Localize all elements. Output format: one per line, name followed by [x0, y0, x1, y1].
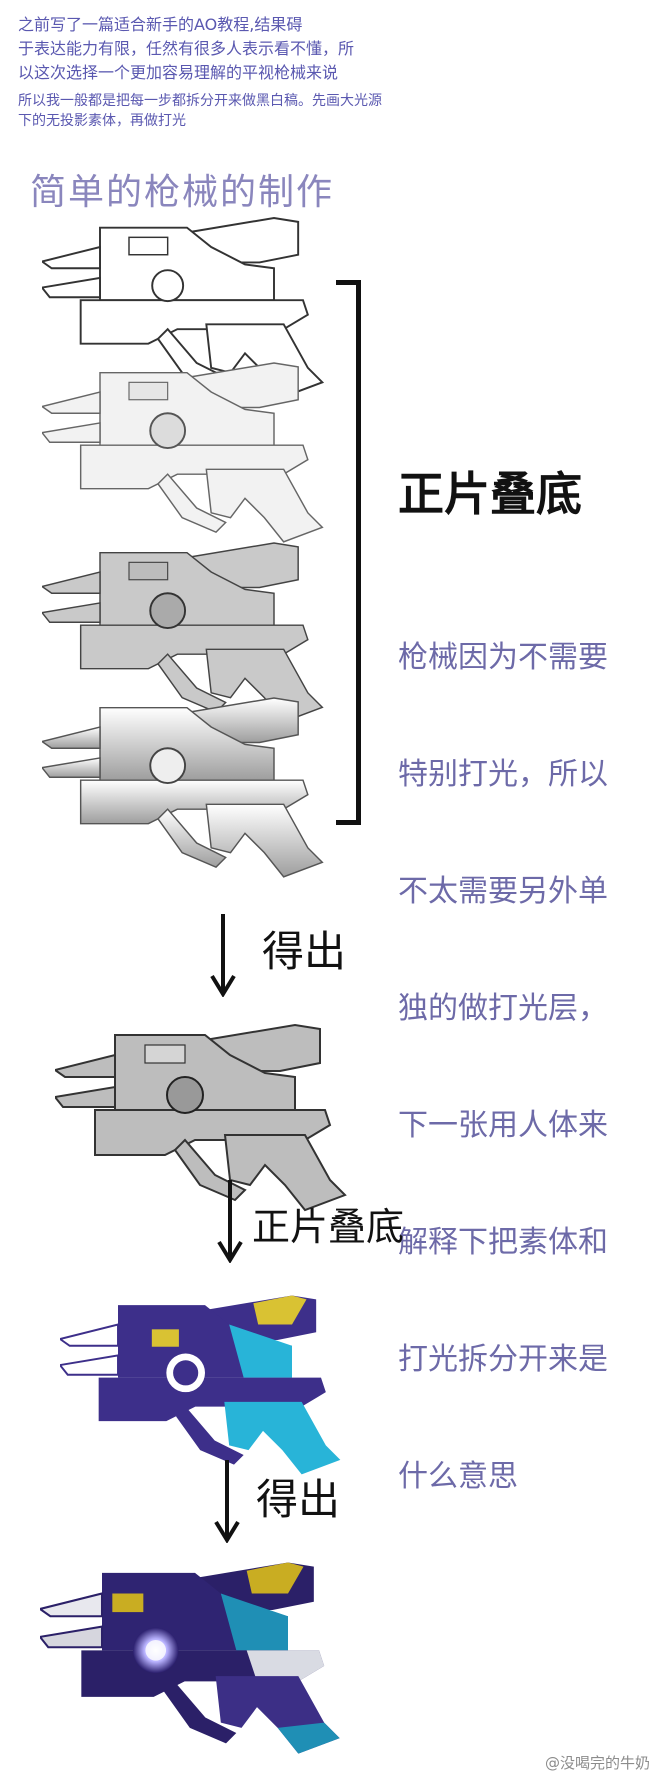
- intro-line-2: 于表达能力有限，任然有很多人表示看不懂，所: [18, 39, 355, 58]
- gun-combined-gray: [55, 1024, 346, 1211]
- watermark: @没喝完的牛奶: [544, 1754, 650, 1772]
- intro-line-4: 所以我一般都是把每一步都拆分开来做黑白稿。先画大光源: [18, 93, 382, 109]
- gun-final-color: [40, 1562, 340, 1754]
- description-line: 下一张用人体来: [398, 1108, 608, 1143]
- gun-lineart: [42, 217, 324, 398]
- result-label: 得出: [256, 1475, 341, 1524]
- intro-line-1: 之前写了一篇适合新手的AO教程,结果碍: [18, 15, 303, 34]
- intro-line-5: 下的无投影素体，再做打光: [18, 113, 186, 129]
- description-line: 枪械因为不需要: [398, 640, 608, 675]
- section-title: 简单的枪械的制作: [30, 172, 335, 213]
- description-line: 不太需要另外单: [398, 874, 608, 909]
- description-line: 独的做打光层，: [398, 991, 608, 1026]
- down-arrow-icon: [217, 1180, 243, 1263]
- result-label: 得出: [262, 927, 347, 976]
- description-line: 特别打光，所以: [398, 757, 608, 792]
- description-line: 解释下把素体和: [398, 1225, 608, 1260]
- gun-lighting-pass: [42, 697, 324, 878]
- gun-shaded-base: [42, 542, 324, 723]
- gun-flat-base: [42, 362, 324, 543]
- bracket: [336, 280, 361, 825]
- gun-flat-color: [60, 1295, 341, 1475]
- description-line: 打光拆分开来是: [398, 1342, 608, 1377]
- down-arrow-icon: [210, 914, 236, 997]
- description: 枪械因为不需要 特别打光，所以 不太需要另外单 独的做打光层， 下一张用人体来 …: [398, 560, 658, 1535]
- multiply-label-large: 正片叠底: [398, 467, 582, 521]
- description-line: 什么意思: [398, 1459, 518, 1494]
- intro-line-3: 以这次选择一个更加容易理解的平视枪械来说: [18, 63, 339, 82]
- down-arrow-icon: [214, 1460, 240, 1543]
- multiply-label: 正片叠底: [252, 1205, 405, 1249]
